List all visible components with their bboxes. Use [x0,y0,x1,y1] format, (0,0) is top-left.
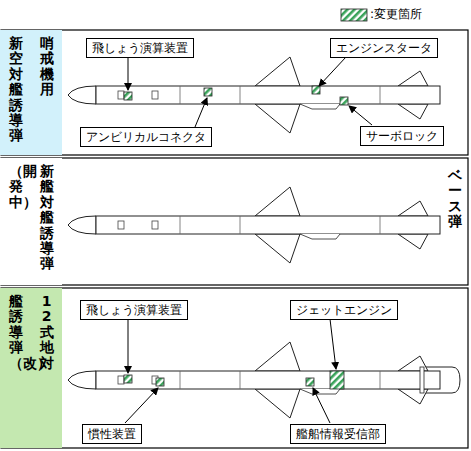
callout-box: 艦船情報受信部 [290,424,386,444]
row-band [1,288,468,448]
row-label: 新艦対艦誘導弾 （開発中） [0,158,62,285]
part-name: サーボロック [366,129,438,143]
legend-swatch [340,8,368,22]
callout-box: 飛しょう演算装置 [86,38,194,58]
callout-box: 飛しょう演算装置 [80,300,188,320]
changed-part [330,371,344,389]
changed-part [124,375,132,383]
part-name: 飛しょう演算装置 [92,41,188,55]
part-name: エンジンスタータ [336,41,432,55]
changed-part [204,88,212,96]
row-band [1,30,468,155]
changed-part [306,378,314,386]
changed-part [312,86,320,94]
changed-part [340,97,348,105]
row-band [1,158,468,285]
callout-box: ジェットエンジン [290,300,398,320]
row-title: （開発中） [9,164,23,210]
callout-box: 慣性装置 [82,424,142,444]
row-label: 哨戒機用 新空対艦誘導弾 [0,30,62,155]
legend-text: :変更箇所 [370,6,422,23]
missile-drawing [68,342,440,418]
part-name: 艦船情報受信部 [296,427,380,441]
base-missile-label: ベース弾 [448,168,462,230]
part-name: アンビリカルコネクタ [86,130,206,144]
row-title: 12式地対 [40,294,54,371]
row-title: 艦誘導弾（改） [9,294,23,371]
leader-lines [125,57,372,423]
row-title: 新艦対艦誘導弾 [40,164,54,272]
changed-part [124,92,132,100]
missile-drawing [68,187,440,263]
missile-drawing [68,57,440,133]
part-name: 飛しょう演算装置 [86,303,182,317]
part-name: ジェットエンジン [296,303,392,317]
row-title: 新空対艦誘導弾 [9,36,23,144]
part-name: 慣性装置 [88,427,136,441]
callout-box: アンビリカルコネクタ [80,127,212,147]
changed-part [156,378,164,386]
legend-row: :変更箇所 [340,6,422,23]
row-title: 哨戒機用 [40,36,54,98]
callout-box: サーボロック [360,126,444,146]
row-label: 12式地対 艦誘導弾（改） [0,288,62,448]
callout-box: エンジンスタータ [330,38,438,58]
booster-joint [420,367,424,393]
